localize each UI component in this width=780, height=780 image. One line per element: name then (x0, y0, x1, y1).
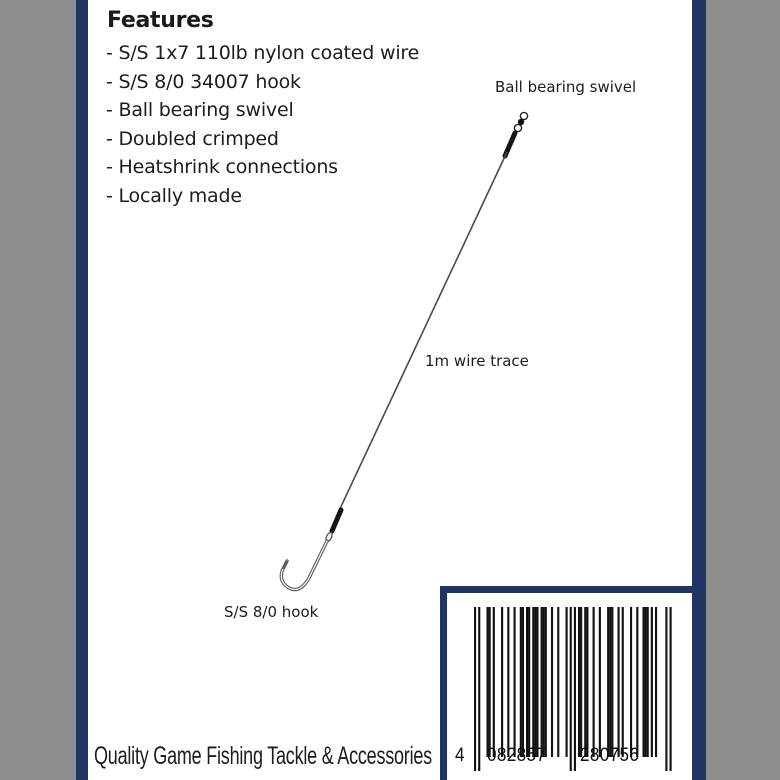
barcode-bar (532, 607, 535, 757)
feature-item: - S/S 8/0 34007 hook (106, 70, 301, 93)
features-title: Features (107, 8, 214, 33)
barcode-bar (534, 607, 537, 757)
swivel-icon (513, 111, 529, 133)
barcode-bar (617, 607, 620, 757)
barcode-bar (586, 607, 589, 757)
barcode-bar (569, 607, 572, 771)
barcode-bar (536, 607, 539, 757)
barcode-bar (621, 607, 624, 757)
barcode-bar (669, 607, 672, 771)
barcode-bar (650, 607, 653, 757)
barcode-bar (488, 607, 491, 757)
barcode-bar (665, 607, 668, 771)
barcode-bar (550, 607, 554, 757)
barcode-bar (557, 607, 560, 757)
barcode-right-digits: 280756 (580, 745, 640, 766)
feature-item: - S/S 1x7 110lb nylon coated wire (106, 42, 420, 64)
barcode-bar (542, 607, 545, 757)
barcode-bar (528, 607, 531, 757)
wire-label: 1m wire trace (425, 352, 529, 370)
barcode-bar (474, 607, 477, 771)
hook-label: S/S 8/0 hook (224, 603, 319, 621)
barcode-bar (607, 607, 610, 757)
barcode-bar (544, 607, 547, 757)
swivel-label: Ball bearing swivel (495, 78, 637, 96)
barcode-bar (578, 607, 581, 757)
barcode-bar (636, 607, 639, 757)
barcode-bar (526, 607, 529, 757)
barcode-bar (521, 607, 524, 757)
barcode-first-digit: 4 (455, 745, 465, 766)
barcode-bar (478, 607, 481, 771)
barcode-bar (630, 607, 633, 757)
barcode-bar (644, 607, 647, 757)
barcode-bar (609, 607, 612, 757)
barcode-bar (584, 607, 587, 757)
features-list: - S/S 1x7 110lb nylon coated wire - S/S … (106, 39, 419, 211)
barcode-bar (598, 607, 601, 757)
barcode-bar (486, 607, 489, 757)
barcode-left-digits: 082857 (487, 745, 547, 766)
barcode-bar (565, 607, 568, 757)
feature-item: - Heatshrink connections (106, 156, 338, 179)
barcode-bar (507, 607, 510, 757)
barcode-bar (611, 607, 614, 757)
feature-item: - Doubled crimped (106, 127, 279, 150)
hook-icon (279, 531, 333, 592)
barcode-bar (573, 607, 576, 771)
barcode-bar (580, 607, 583, 757)
tagline: Quality Game Fishing Tackle & Accessorie… (94, 742, 432, 770)
feature-item: - Ball bearing swivel (106, 99, 294, 122)
barcode-bar (646, 607, 649, 757)
barcode-bar (654, 607, 658, 757)
barcode-bar (540, 607, 543, 757)
barcode-bar (642, 607, 645, 757)
barcode-bar (592, 607, 595, 757)
lower-crimp (329, 507, 344, 534)
barcode-bar (519, 607, 522, 757)
barcode-bar (501, 607, 504, 757)
barcode-bar (492, 607, 495, 757)
barcode-icon (474, 607, 672, 771)
barcode-bar (513, 607, 516, 757)
wire-line (337, 151, 508, 514)
wire-trace-diagram (279, 111, 529, 592)
feature-item: - Locally made (106, 184, 242, 207)
